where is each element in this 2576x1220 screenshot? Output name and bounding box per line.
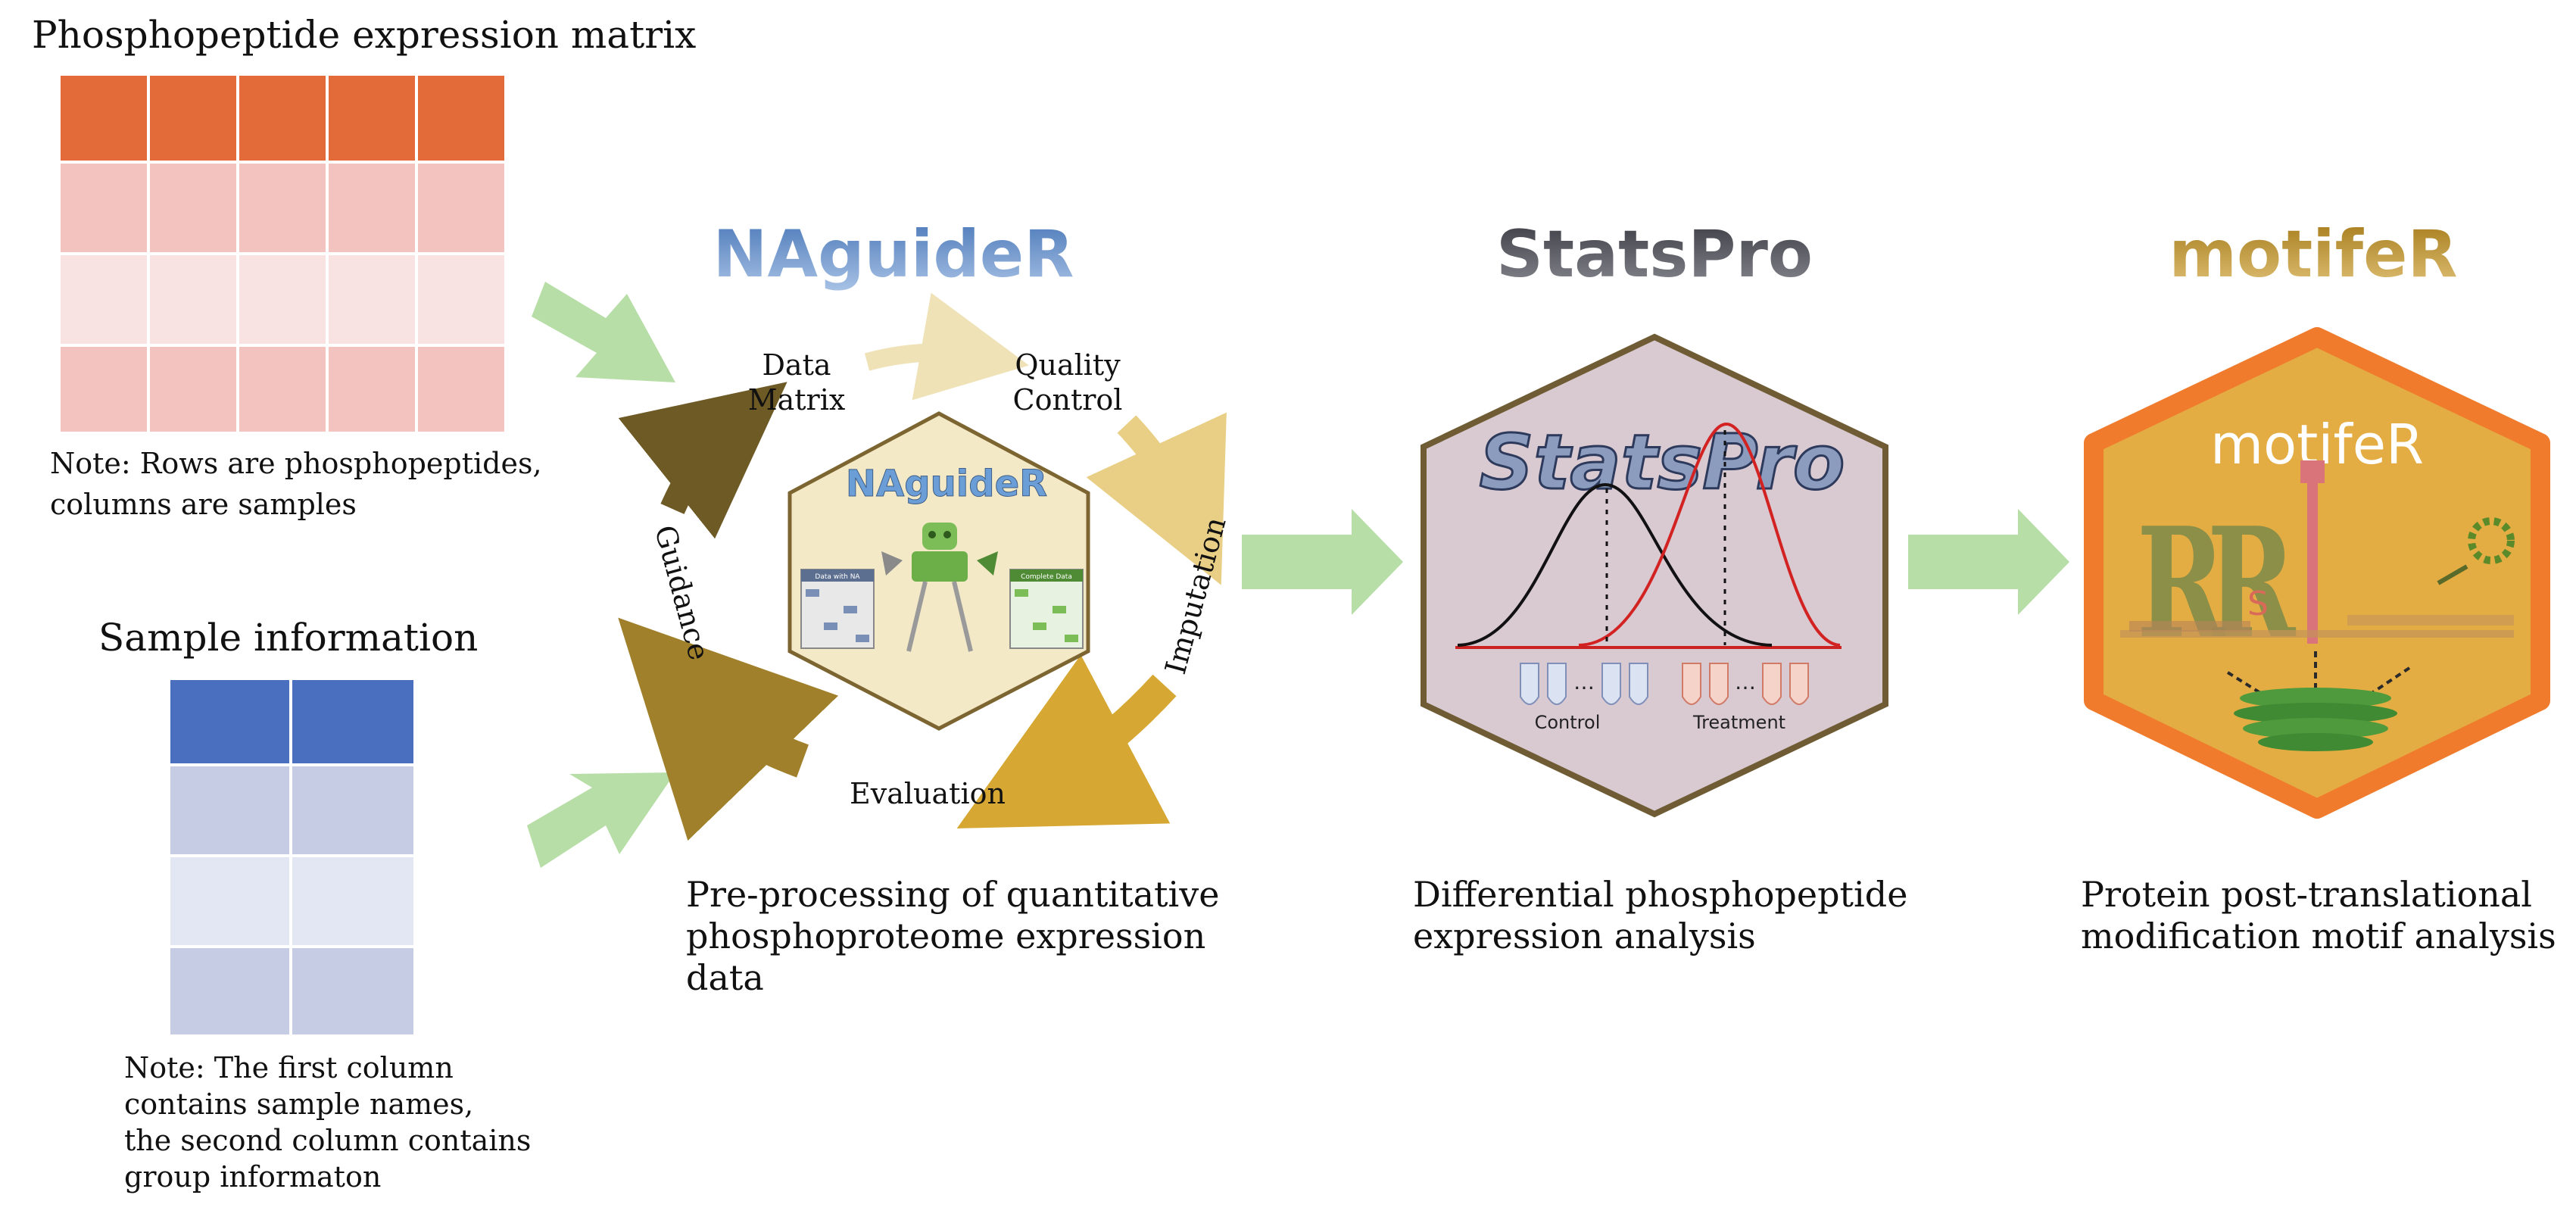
control-sample-tubes: … [1520, 663, 1648, 705]
statspro-desc-line-1: Differential phosphopeptide [1413, 874, 1908, 915]
motifer-desc-line-1: Protein post-translational [2081, 874, 2533, 915]
sample-to-naguider-arrow [527, 772, 675, 868]
matrix-to-naguider-arrow [532, 282, 675, 382]
cycle-label-evaluation: Evaluation [850, 777, 1006, 810]
cycle-label-quality-control: Quality Control [1012, 348, 1123, 417]
cycle-arrow-guidance [618, 617, 839, 841]
control-tubes-ellipsis: … [1573, 669, 1595, 694]
matrix-cell [150, 347, 236, 432]
naguider-mascot [881, 523, 998, 652]
mini-table-complete-data: Complete Data [1009, 569, 1084, 649]
sample-info-grid [170, 680, 413, 1034]
sample-cell [292, 766, 413, 854]
cycle-arrow-qc [864, 292, 1029, 401]
sample-note-line-4: group informaton [124, 1160, 382, 1193]
cycle-label-data-matrix: Data Matrix [747, 348, 846, 417]
sample-cell [292, 857, 413, 945]
treatment-label: Treatment [1692, 712, 1785, 733]
sample-note-line-1: Note: The first column [124, 1051, 454, 1084]
matrix-header-cell [61, 76, 147, 161]
naguider-hex-logo: NAguideR [846, 463, 1047, 505]
statspro-title: StatsPro [1496, 217, 1813, 292]
naguider-desc-line-2: phosphoproteome expression [686, 916, 1206, 956]
sample-cell [170, 766, 289, 854]
matrix-note-line-1: Note: Rows are phosphopeptides, [50, 447, 542, 480]
mini-table-na-label: Data with NA [815, 573, 860, 581]
motif-ribbon-structure [2437, 517, 2515, 585]
matrix-cell [150, 255, 236, 344]
cycle-arrow-imputation [1086, 412, 1227, 585]
matrix-header-cell [329, 76, 415, 161]
matrix-cell [61, 255, 147, 344]
naguider-desc-line-3: data [686, 957, 764, 998]
motifer-desc-line-2: modification motif analysis [2081, 916, 2556, 956]
treatment-sample-tubes: … [1682, 663, 1809, 705]
cycle-arrow-data-matrix [618, 382, 787, 539]
matrix-cell [329, 164, 415, 252]
control-distribution-curve [1457, 482, 1773, 647]
matrix-title: Phosphopeptide expression matrix [32, 13, 697, 57]
naguider-title: NAguideR [713, 217, 1074, 292]
mini-table-complete-label: Complete Data [1021, 573, 1072, 581]
matrix-header-cell [418, 76, 504, 161]
matrix-cell [61, 164, 147, 252]
statspro-desc-line-2: expression analysis [1413, 916, 1756, 956]
matrix-header-cell [239, 76, 326, 161]
motif-sequence-logo: R R S [2120, 460, 2514, 672]
statspro-to-motifer-arrow [1908, 509, 2069, 615]
sample-cell [170, 857, 289, 945]
matrix-cell [329, 347, 415, 432]
matrix-cell [239, 255, 326, 344]
sample-cell [170, 948, 289, 1034]
sample-cell [292, 948, 413, 1034]
statspro-hex-logo: StatsPro [1480, 418, 1845, 507]
matrix-cell [239, 347, 326, 432]
treatment-tubes-ellipsis: … [1735, 669, 1756, 694]
motifer-title: motifeR [2169, 217, 2457, 292]
sample-note-line-2: contains sample names, [124, 1087, 474, 1121]
sample-header-cell [170, 680, 289, 763]
cycle-arrow-evaluation [956, 654, 1177, 828]
matrix-cell [61, 347, 147, 432]
matrix-cell [329, 255, 415, 344]
expression-matrix-grid [61, 76, 504, 432]
matrix-cell [239, 164, 326, 252]
mini-table-data-with-na: Data with NA [800, 569, 875, 649]
sample-note-line-3: the second column contains [124, 1124, 532, 1157]
matrix-cell [150, 164, 236, 252]
svg-text:R: R [2207, 494, 2297, 672]
matrix-cell [418, 347, 504, 432]
motif-tree-structure [2226, 651, 2411, 751]
treatment-distribution-curve [1578, 422, 1841, 647]
matrix-note-line-2: columns are samples [50, 488, 357, 521]
naguider-desc-line-1: Pre-processing of quantitative [686, 874, 1220, 915]
matrix-cell [418, 255, 504, 344]
matrix-header-cell [150, 76, 236, 161]
control-label: Control [1535, 712, 1601, 733]
statspro-distribution-curves [1455, 422, 1842, 649]
sample-header-cell [292, 680, 413, 763]
svg-text:R: R [2137, 494, 2226, 672]
sample-info-title: Sample information [98, 616, 479, 660]
svg-text:S: S [2247, 585, 2269, 623]
naguider-to-statspro-arrow [1242, 509, 1403, 615]
matrix-cell [418, 164, 504, 252]
